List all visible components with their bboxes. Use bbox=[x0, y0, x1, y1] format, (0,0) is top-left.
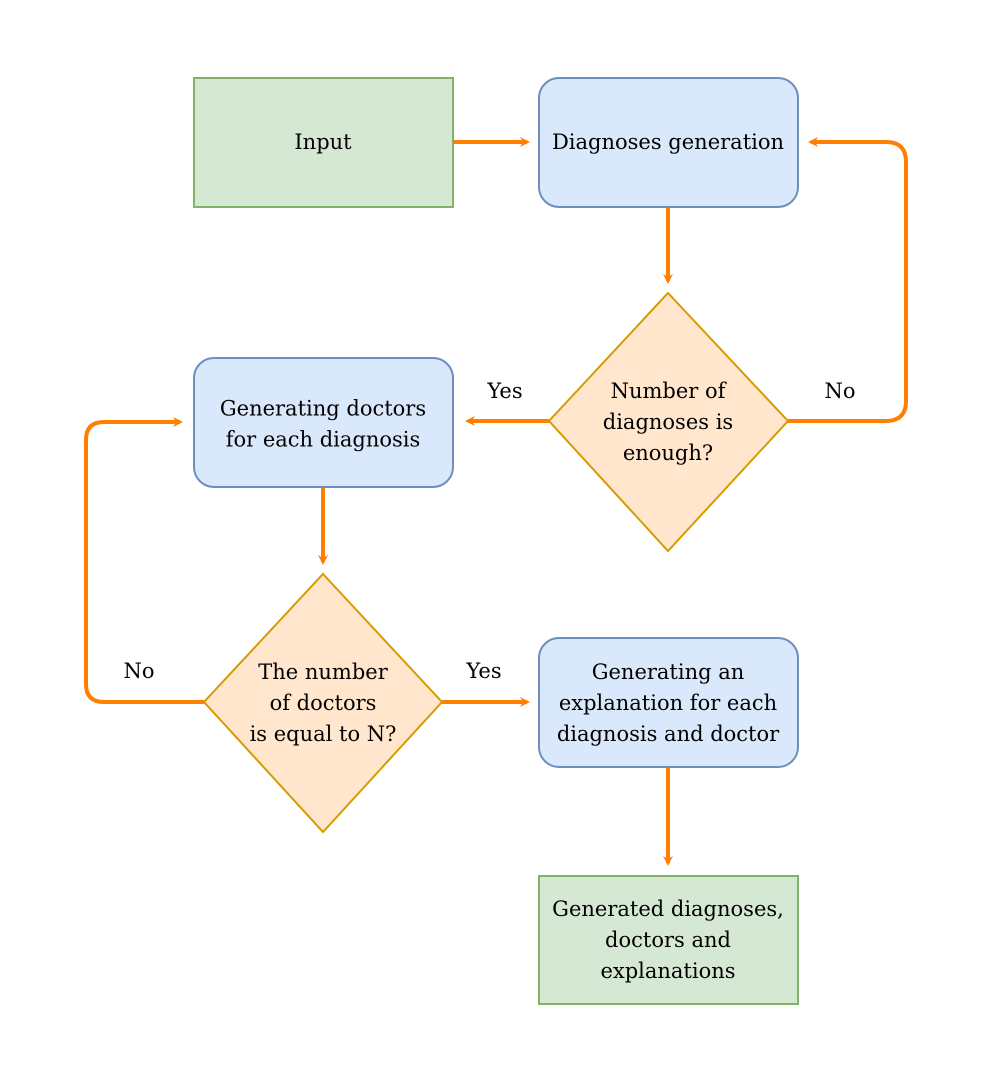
edge-label-doctors-no: No bbox=[123, 659, 154, 683]
label-line: diagnosis and doctor bbox=[557, 722, 780, 746]
diagnoses-generation-label: Diagnoses generation bbox=[552, 130, 784, 154]
generating-doctors-box bbox=[193, 357, 454, 488]
label-line: Diagnoses generation bbox=[552, 130, 784, 154]
label-line: Input bbox=[294, 130, 352, 154]
label-line: for each diagnosis bbox=[226, 428, 421, 452]
diagnoses-generation-box bbox=[538, 77, 799, 208]
label-line: is equal to N? bbox=[250, 722, 397, 746]
edge-label-doctors-yes: Yes bbox=[465, 659, 501, 683]
node-diagnoses-generation: Diagnoses generation bbox=[538, 77, 799, 208]
doctors-check-diamond bbox=[202, 572, 444, 834]
label-line: Generating an bbox=[592, 660, 745, 684]
node-generating-doctors: Generating doctors for each diagnosis bbox=[193, 357, 454, 488]
input-box bbox=[193, 77, 454, 208]
edge-doctors-no-loop bbox=[84, 417, 204, 704]
edge-enough-no-loop bbox=[788, 137, 908, 423]
output-label: Generated diagnoses, doctors and explanati… bbox=[552, 897, 784, 983]
label-line: Generating doctors bbox=[220, 397, 426, 421]
label-line: The number bbox=[258, 660, 388, 684]
node-enough-check: Number of diagnoses is enough? bbox=[547, 291, 790, 553]
generating-doctors-label: Generating doctors for each diagnosis bbox=[220, 397, 426, 452]
generating-explanation-box bbox=[538, 637, 799, 768]
edges bbox=[84, 137, 908, 866]
node-output: Generated diagnoses, doctors and explanati… bbox=[538, 875, 799, 1005]
label-line: explanation for each bbox=[559, 691, 777, 715]
input-label: Input bbox=[294, 130, 352, 154]
node-input: Input bbox=[193, 77, 454, 208]
generating-explanation-label: Generating an explanation for each diagnos… bbox=[557, 660, 780, 746]
label-line: doctors and bbox=[605, 928, 731, 952]
edge-label-enough-yes: Yes bbox=[486, 379, 522, 403]
label-line: diagnoses is bbox=[603, 410, 733, 434]
enough-check-label: Number of diagnoses is enough? bbox=[603, 379, 733, 465]
label-line: Number of bbox=[611, 379, 728, 403]
label-line: Generated diagnoses, bbox=[552, 897, 784, 921]
enough-check-diamond bbox=[547, 291, 790, 553]
output-box bbox=[538, 875, 799, 1005]
edge-label-enough-no: No bbox=[824, 379, 855, 403]
node-doctors-check: The number of doctors is equal to N? bbox=[202, 572, 444, 834]
label-line: explanations bbox=[600, 959, 735, 983]
node-generating-explanation: Generating an explanation for each diagnos… bbox=[538, 637, 799, 768]
doctors-check-label: The number of doctors is equal to N? bbox=[250, 660, 397, 746]
label-line: enough? bbox=[623, 441, 713, 465]
label-line: of doctors bbox=[270, 691, 377, 715]
